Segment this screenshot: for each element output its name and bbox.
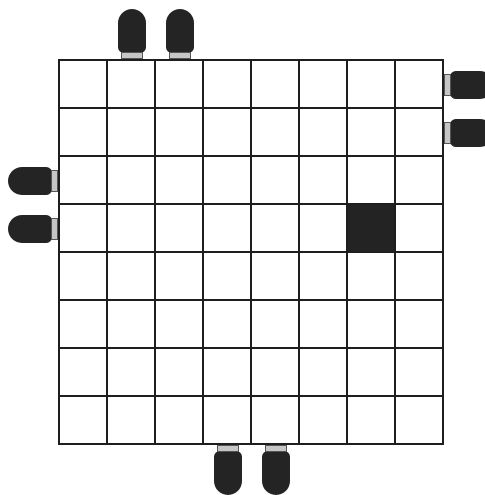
grid-cell[interactable]	[348, 301, 396, 349]
shoe-sole	[444, 122, 451, 144]
grid-cell[interactable]	[300, 157, 348, 205]
grid-cell[interactable]	[300, 61, 348, 109]
grid-cell[interactable]	[108, 397, 156, 445]
grid-cell[interactable]	[60, 397, 108, 445]
grid-cell[interactable]	[156, 349, 204, 397]
grid-cell[interactable]	[156, 157, 204, 205]
grid-cell[interactable]	[204, 301, 252, 349]
grid-cell[interactable]	[348, 349, 396, 397]
shoe-icon	[444, 118, 485, 148]
shoe-body	[8, 167, 52, 195]
filled-cell[interactable]	[348, 205, 396, 253]
puzzle-grid	[58, 59, 444, 445]
grid-cell[interactable]	[60, 301, 108, 349]
grid-cell[interactable]	[156, 253, 204, 301]
grid-cell[interactable]	[156, 301, 204, 349]
grid-cell[interactable]	[60, 157, 108, 205]
shoe-icon	[261, 445, 291, 495]
grid-cell[interactable]	[348, 397, 396, 445]
grid-cell[interactable]	[252, 157, 300, 205]
grid-cell[interactable]	[396, 397, 444, 445]
grid-cell[interactable]	[108, 109, 156, 157]
grid-cell[interactable]	[108, 253, 156, 301]
shoe-sole	[121, 52, 143, 59]
shoe-icon	[8, 214, 58, 244]
grid-cell[interactable]	[348, 109, 396, 157]
grid-cell[interactable]	[252, 349, 300, 397]
grid-cell[interactable]	[60, 109, 108, 157]
grid-cell[interactable]	[396, 349, 444, 397]
grid-cell[interactable]	[204, 109, 252, 157]
grid-cell[interactable]	[60, 349, 108, 397]
grid-cell[interactable]	[300, 109, 348, 157]
grid-cell[interactable]	[108, 61, 156, 109]
grid-cell[interactable]	[204, 205, 252, 253]
grid-cell[interactable]	[252, 205, 300, 253]
shoe-sole	[217, 445, 239, 452]
grid-cell[interactable]	[252, 301, 300, 349]
grid-cell[interactable]	[300, 253, 348, 301]
grid-cell[interactable]	[396, 253, 444, 301]
shoe-body	[166, 9, 194, 53]
grid-cell[interactable]	[396, 109, 444, 157]
shoe-body	[450, 71, 485, 99]
grid-cell[interactable]	[348, 253, 396, 301]
grid-cell[interactable]	[300, 349, 348, 397]
shoe-sole	[265, 445, 287, 452]
grid-cell[interactable]	[204, 61, 252, 109]
grid-cell[interactable]	[60, 61, 108, 109]
shoe-sole	[169, 52, 191, 59]
shoe-body	[8, 215, 52, 243]
shoe-body	[450, 119, 485, 147]
grid-cell[interactable]	[156, 205, 204, 253]
grid-cell[interactable]	[348, 61, 396, 109]
grid-cell[interactable]	[300, 205, 348, 253]
grid-cell[interactable]	[156, 109, 204, 157]
grid-cell[interactable]	[60, 253, 108, 301]
shoe-sole	[51, 218, 58, 240]
shoe-icon	[117, 9, 147, 59]
shoe-sole	[444, 74, 451, 96]
grid-cell[interactable]	[252, 61, 300, 109]
shoe-icon	[213, 445, 243, 495]
grid-cell[interactable]	[252, 253, 300, 301]
shoe-sole	[51, 170, 58, 192]
shoe-body	[214, 451, 242, 495]
shoe-icon	[165, 9, 195, 59]
grid-cell[interactable]	[108, 349, 156, 397]
grid-cell[interactable]	[204, 349, 252, 397]
grid-cell[interactable]	[60, 205, 108, 253]
grid-cell[interactable]	[108, 205, 156, 253]
grid-cell[interactable]	[396, 205, 444, 253]
grid-cell[interactable]	[252, 109, 300, 157]
grid-cell[interactable]	[396, 301, 444, 349]
shoe-body	[262, 451, 290, 495]
shoe-icon	[8, 166, 58, 196]
grid-cell[interactable]	[156, 61, 204, 109]
grid-cell[interactable]	[204, 397, 252, 445]
shoe-icon	[444, 70, 485, 100]
grid-cell[interactable]	[108, 157, 156, 205]
grid-cell[interactable]	[252, 397, 300, 445]
grid-cell[interactable]	[300, 397, 348, 445]
grid-cell[interactable]	[204, 157, 252, 205]
grid-cell[interactable]	[348, 157, 396, 205]
grid-cell[interactable]	[396, 157, 444, 205]
grid-cell[interactable]	[204, 253, 252, 301]
grid-cell[interactable]	[300, 301, 348, 349]
grid-cell[interactable]	[108, 301, 156, 349]
shoe-body	[118, 9, 146, 53]
grid-cell[interactable]	[396, 61, 444, 109]
grid-cell[interactable]	[156, 397, 204, 445]
